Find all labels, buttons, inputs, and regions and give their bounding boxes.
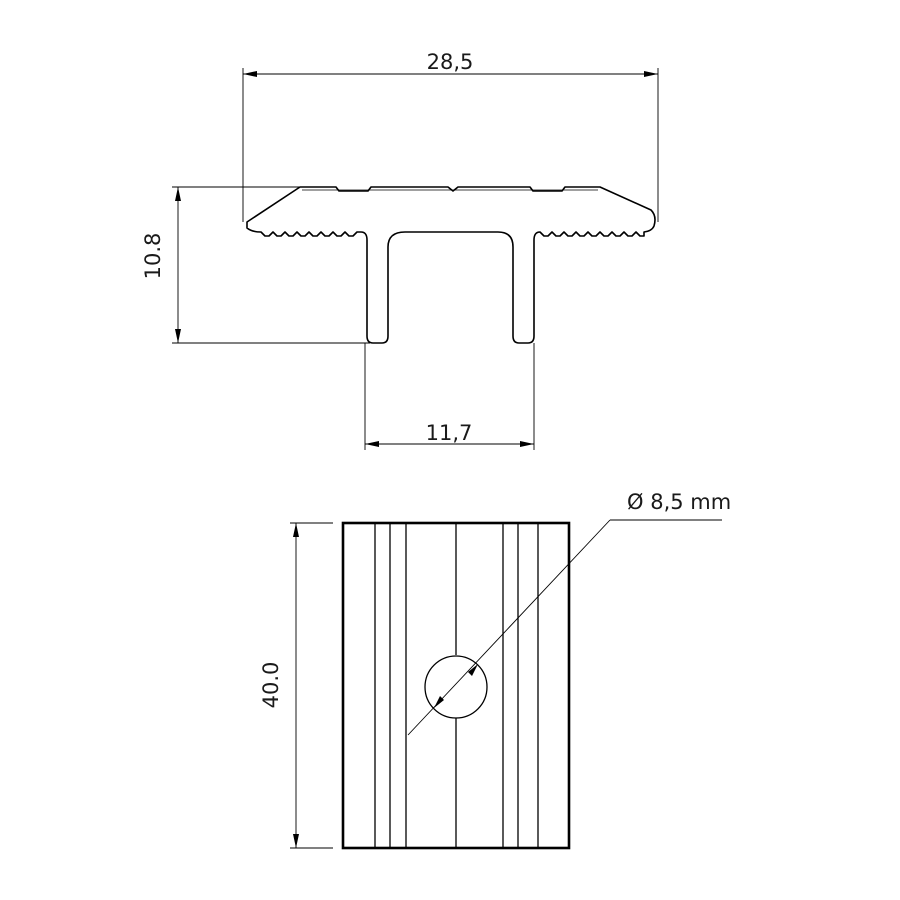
- profile-cross-section: [246, 186, 656, 344]
- overall-width-dimension: 28,5: [242, 50, 659, 222]
- overall-width-label: 28,5: [427, 50, 474, 74]
- arrowhead-left: [243, 71, 257, 77]
- length-dimension: 40.0: [259, 522, 333, 849]
- mounting-hole: [424, 655, 488, 719]
- height-label: 10.8: [141, 233, 165, 280]
- arrowhead-upper: [468, 664, 478, 676]
- arrowhead-right: [644, 71, 658, 77]
- arrowhead-bottom: [293, 834, 299, 848]
- arrowhead-top: [293, 523, 299, 537]
- inner-width-label: 11,7: [426, 421, 473, 445]
- arrowhead-left: [365, 441, 379, 447]
- plan-view: [341, 521, 571, 850]
- inner-width-dimension: 11,7: [364, 343, 535, 450]
- length-label: 40.0: [259, 662, 283, 709]
- profile-outline: [246, 186, 656, 344]
- arrowhead-top: [175, 187, 181, 201]
- arrowhead-lower: [434, 696, 444, 708]
- hole-diameter-label: Ø 8,5 mm: [627, 490, 731, 514]
- arrowhead-bottom: [175, 329, 181, 343]
- hole-diameter-dimension: Ø 8,5 mm: [407, 490, 731, 736]
- height-dimension: 10.8: [141, 186, 370, 344]
- arrowhead-right: [520, 441, 534, 447]
